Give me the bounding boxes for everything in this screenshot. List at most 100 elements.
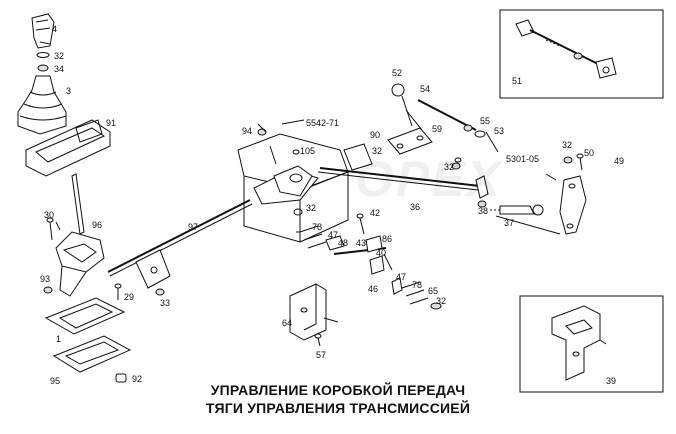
nut-32-lower bbox=[430, 302, 442, 310]
bushing-47-left bbox=[325, 235, 345, 251]
rod-joint-pin bbox=[150, 266, 158, 274]
label-4: 4 bbox=[52, 24, 57, 34]
selector-housing-front bbox=[299, 171, 349, 243]
label-95: 95 bbox=[50, 376, 60, 386]
bracket-64-pin bbox=[323, 317, 339, 323]
inset-rod-end-left bbox=[515, 19, 535, 37]
rod-36-end bbox=[475, 175, 489, 199]
rod-36 bbox=[319, 167, 481, 187]
leader-94 bbox=[257, 123, 267, 133]
shift-rod-97 bbox=[107, 199, 251, 273]
gear-knob bbox=[31, 13, 55, 49]
bolt-50-head bbox=[576, 153, 584, 159]
fitting-42 bbox=[359, 217, 365, 235]
label-51: 51 bbox=[512, 76, 522, 86]
washer-32-center bbox=[293, 208, 303, 216]
rod-37 bbox=[499, 205, 535, 215]
watermark-logo: OPEX bbox=[355, 151, 502, 207]
inset-frame-bracket-39 bbox=[519, 295, 664, 393]
bolt-57 bbox=[317, 337, 321, 347]
rod-joint bbox=[135, 249, 171, 289]
lever-49-hole-b bbox=[566, 223, 574, 229]
bolt-57-head bbox=[314, 333, 322, 339]
nut-38 bbox=[477, 200, 487, 208]
inset-rod-51 bbox=[529, 29, 607, 69]
label-94: 94 bbox=[242, 126, 252, 136]
label-ref-5301: 5301-05 bbox=[506, 154, 539, 164]
spring-78-right bbox=[401, 281, 429, 305]
ball-joint-52-stem bbox=[401, 95, 413, 127]
bracket-64-hole bbox=[300, 307, 308, 313]
label-86: 86 bbox=[382, 234, 392, 244]
bolt-30-head bbox=[46, 217, 54, 223]
label-32-lever: 32 bbox=[562, 140, 572, 150]
rod-36-lever bbox=[343, 143, 373, 171]
label-52: 52 bbox=[392, 68, 402, 78]
nut-93 bbox=[43, 286, 53, 294]
nut-32-rod bbox=[451, 162, 461, 170]
bolt-29-head bbox=[114, 283, 122, 289]
washer-32-right bbox=[454, 157, 462, 163]
bracket-64 bbox=[289, 283, 327, 341]
leader-5542 bbox=[281, 119, 305, 125]
label-53: 53 bbox=[494, 126, 504, 136]
label-33: 33 bbox=[160, 298, 170, 308]
label-50: 50 bbox=[584, 148, 594, 158]
label-97: 97 bbox=[188, 222, 198, 232]
label-32: 32 bbox=[54, 51, 64, 61]
inset-bracket-39 bbox=[551, 305, 601, 381]
label-43: 43 bbox=[356, 238, 366, 248]
arrow-5301 bbox=[545, 173, 557, 181]
label-48: 48 bbox=[338, 238, 348, 248]
inset-rod-thread bbox=[545, 39, 561, 47]
leader-4 bbox=[39, 41, 51, 45]
bolt-50 bbox=[579, 157, 583, 171]
bolt-30 bbox=[49, 221, 53, 241]
label-1: 1 bbox=[56, 334, 61, 344]
diagram-subtitle: ТЯГИ УПРАВЛЕНИЯ ТРАНСМИССИЕЙ bbox=[205, 400, 471, 416]
label-65: 65 bbox=[428, 286, 438, 296]
selector-housing-side bbox=[243, 176, 301, 243]
cover-plate-inner bbox=[35, 127, 106, 163]
inset-bracket-39-hole bbox=[572, 351, 580, 357]
boot-folds bbox=[19, 91, 67, 121]
label-32-bracket: 32 bbox=[372, 146, 382, 156]
bolt-105-head bbox=[292, 149, 300, 155]
label-78-right: 78 bbox=[412, 280, 422, 290]
diagram-title: УПРАВЛЕНИЕ КОРОБКОЙ ПЕРЕДАЧ bbox=[210, 382, 466, 398]
label-32-lower: 32 bbox=[436, 296, 446, 306]
shift-rod-97-edge bbox=[109, 203, 253, 277]
lever-housing-leg bbox=[59, 265, 87, 297]
label-47-right: 47 bbox=[396, 272, 406, 282]
joint-53-arm bbox=[485, 131, 499, 153]
inset-rod-end-right bbox=[595, 57, 617, 79]
label-30: 30 bbox=[44, 210, 54, 220]
lever-49 bbox=[559, 175, 587, 235]
rod-37-ball bbox=[532, 204, 544, 216]
inset-rod-nut bbox=[573, 52, 583, 60]
nut-34 bbox=[37, 64, 49, 72]
gasket-1-inner bbox=[58, 303, 114, 329]
gear-knob-detail bbox=[35, 19, 51, 31]
label-29: 29 bbox=[124, 292, 134, 302]
washer-32 bbox=[36, 52, 50, 58]
inset-bracket-39-top bbox=[565, 319, 593, 335]
label-32-rod: 32 bbox=[444, 162, 454, 172]
bracket-90-hole-b bbox=[416, 135, 424, 141]
bushing-92 bbox=[115, 373, 127, 383]
selector-bore bbox=[289, 173, 303, 183]
label-59: 59 bbox=[432, 124, 442, 134]
joint-53 bbox=[474, 130, 486, 138]
label-90: 90 bbox=[370, 130, 380, 140]
label-39: 39 bbox=[606, 376, 616, 386]
label-93: 93 bbox=[40, 274, 50, 284]
bolt-105 bbox=[269, 145, 277, 165]
label-3: 3 bbox=[66, 86, 71, 96]
nut-33 bbox=[155, 288, 165, 296]
inset-frame-rod-51 bbox=[499, 9, 664, 99]
rod-36-edge bbox=[317, 171, 479, 191]
label-32-center: 32 bbox=[306, 203, 316, 213]
plate-95-inner bbox=[64, 341, 120, 365]
bracket-90-hole-a bbox=[396, 143, 404, 149]
label-57: 57 bbox=[316, 350, 326, 360]
